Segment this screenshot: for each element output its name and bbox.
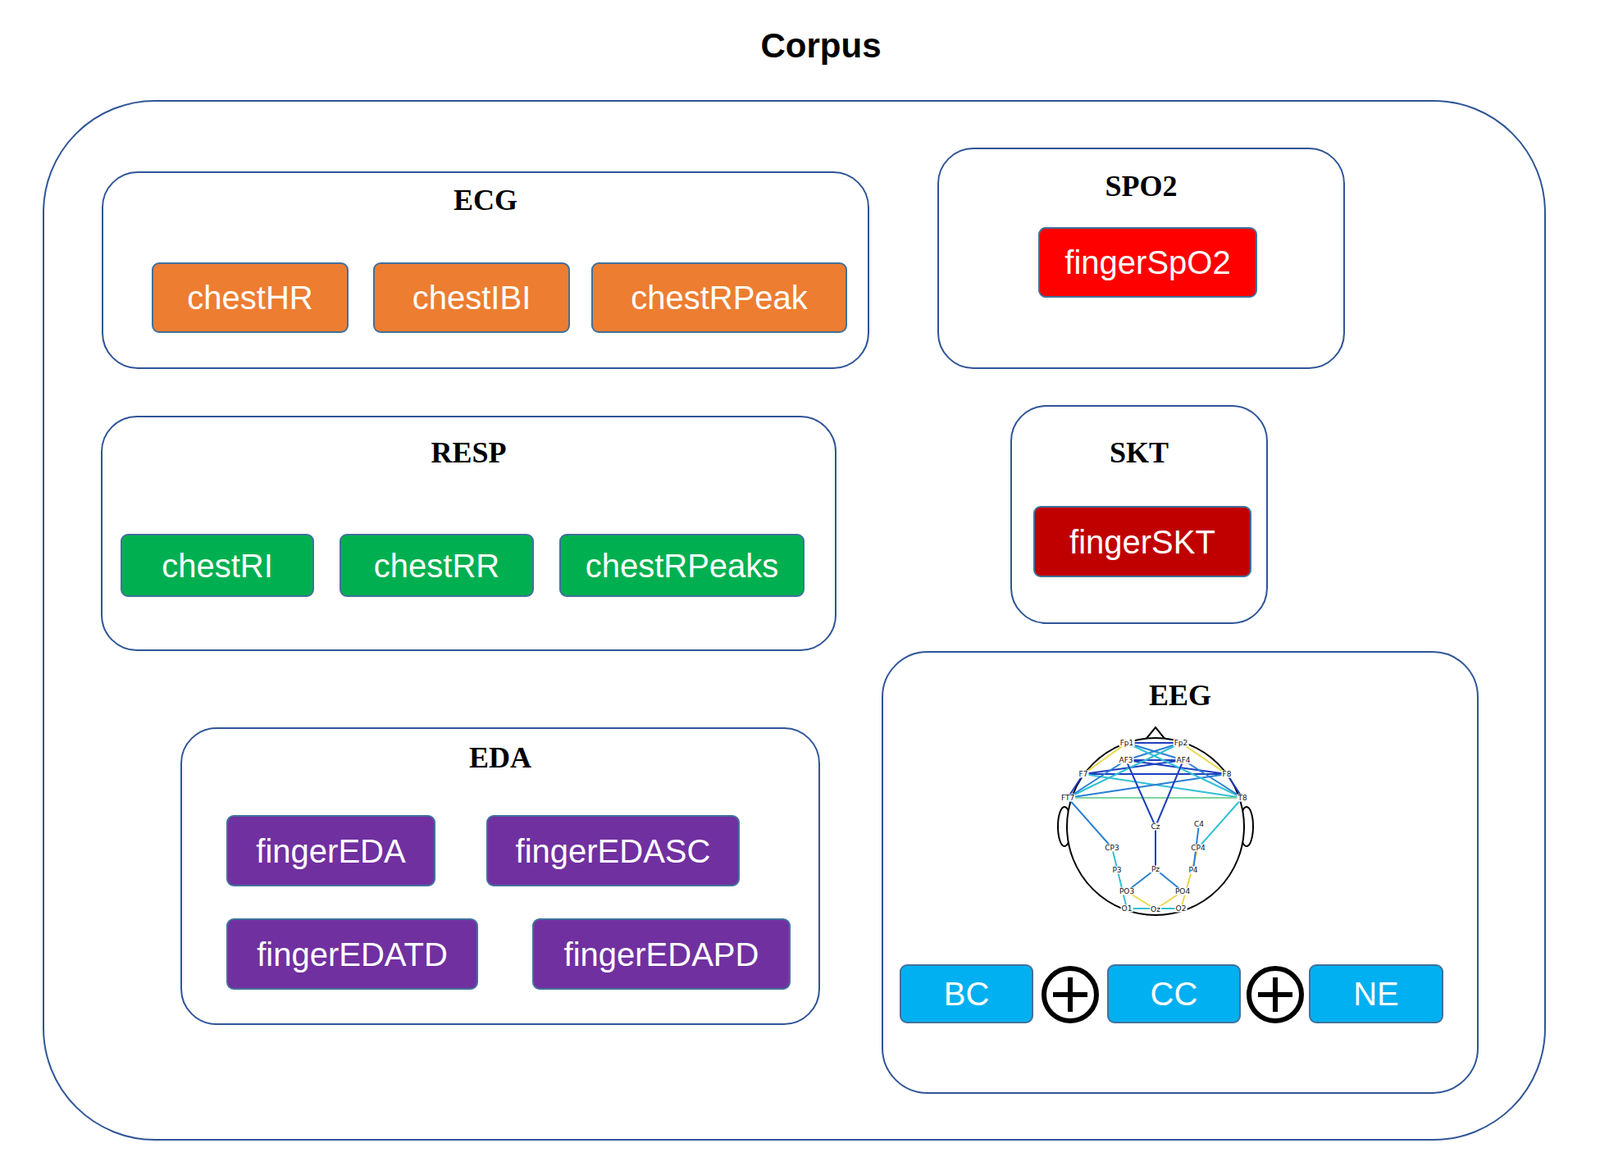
feature-label: chestRI	[161, 549, 274, 583]
feature-label: fingerEDA	[255, 834, 406, 868]
electrode-label: AF4	[1175, 756, 1191, 765]
electrode-label: P4	[1187, 866, 1199, 875]
feature-label: fingerEDATD	[256, 938, 448, 971]
feature-box: fingerEDATD	[226, 918, 479, 990]
electrode-label: O1	[1121, 905, 1134, 913]
feature-label: fingerSpO2	[1064, 246, 1231, 279]
corpus-frame: CorpusECGchestHRchestIBIchestRPeakSPO2fi…	[42, 100, 1546, 1141]
feature-box: chestHR	[151, 262, 349, 333]
feature-label: NE	[1353, 977, 1400, 1011]
feature-box: fingerEDAPD	[532, 918, 791, 990]
electrode-label: FT7	[1060, 794, 1076, 803]
electrode-label: Oz	[1149, 906, 1162, 914]
feature-label: chestIBI	[412, 281, 532, 315]
feature-label: fingerEDASC	[515, 834, 712, 868]
feature-label: CC	[1150, 977, 1199, 1011]
feature-box: chestIBI	[373, 262, 570, 333]
feature-box: CC	[1107, 964, 1241, 1024]
modality-group: SKT fingerSKT	[1010, 405, 1268, 625]
electrode-label: CP4	[1189, 844, 1206, 853]
group-title: EDA	[469, 743, 532, 773]
feature-box: fingerEDASC	[486, 815, 740, 887]
feature-box: fingerSpO2	[1038, 227, 1258, 298]
electrode-label: C4	[1193, 820, 1205, 829]
group-title: ECG	[453, 185, 518, 215]
group-title: SKT	[1109, 437, 1169, 468]
electrode-label: Fp1	[1119, 739, 1136, 748]
feature-box: fingerEDA	[226, 815, 436, 887]
feature-label: chestRPeak	[630, 281, 808, 315]
feature-label: chestHR	[186, 281, 313, 315]
electrode-label: AF3	[1117, 756, 1134, 765]
feature-label: chestRR	[373, 549, 500, 583]
group-title: EEG	[1148, 680, 1212, 711]
feature-box: chestRR	[339, 533, 534, 598]
group-title: SPO2	[1104, 171, 1177, 201]
electrode-label: T8	[1236, 794, 1248, 803]
plus-symbol	[1043, 968, 1097, 1022]
modality-group: SPO2 fingerSpO2	[937, 147, 1345, 370]
modality-group: EEG BC CC NE	[881, 651, 1479, 1095]
electrode-label: PO4	[1174, 888, 1191, 896]
corpus-title: Corpus	[761, 28, 882, 64]
eeg-head	[1057, 727, 1254, 916]
electrode-label: O2	[1175, 905, 1188, 913]
electrode-label: Fp2	[1173, 739, 1190, 748]
electrode-label: CP3	[1103, 844, 1120, 853]
electrode-label: Pz	[1150, 866, 1161, 874]
feature-label: fingerSKT	[1069, 525, 1216, 559]
electrode-label: P3	[1111, 866, 1122, 875]
electrode-label: Cz	[1149, 823, 1161, 831]
electrode-label: PO3	[1118, 888, 1136, 896]
feature-box: fingerSKT	[1033, 505, 1252, 578]
group-title: RESP	[430, 437, 506, 468]
modality-group: ECG chestHR chestIBI chestRPeak	[101, 171, 870, 370]
electrode-label: F8	[1221, 770, 1233, 779]
feature-label: chestRPeaks	[585, 549, 780, 583]
feature-label: fingerEDAPD	[564, 938, 760, 971]
plus-symbol	[1249, 968, 1302, 1022]
feature-box: NE	[1308, 964, 1444, 1024]
feature-box: chestRPeaks	[559, 533, 805, 598]
feature-box: chestRPeak	[591, 262, 848, 333]
electrode-label: F7	[1078, 770, 1090, 779]
feature-label: BC	[943, 977, 990, 1011]
modality-group: EDA fingerEDA fingerEDASC fingerEDATD finger…	[180, 727, 821, 1026]
feature-box: chestRI	[120, 533, 315, 598]
modality-group: RESP chestRI chestRR chestRPeaks	[100, 415, 837, 652]
feature-box: BC	[899, 964, 1034, 1024]
